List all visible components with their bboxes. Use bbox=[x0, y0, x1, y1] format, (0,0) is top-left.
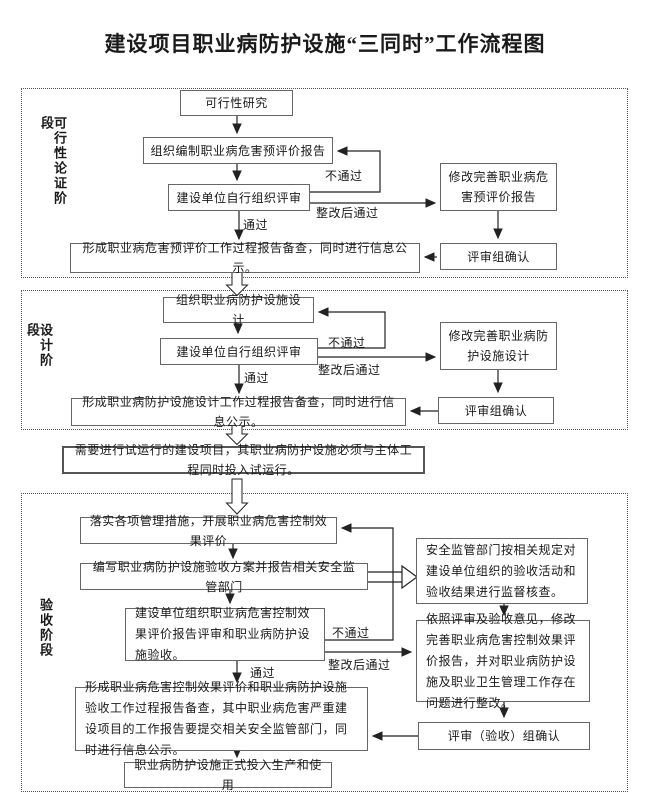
node-stage1-record-publicize: 形成职业病危害预评价工作过程报告备查，同时进行信息公示。 bbox=[70, 241, 420, 275]
node-organize-design: 组织职业病防护设施设计 bbox=[163, 293, 314, 327]
node-rectify-per-opinions: 依照评审及验收意见，修改完善职业病危害控制效果评价报告，并对职业病防护设施及职业… bbox=[416, 612, 590, 710]
stage1-frame bbox=[21, 88, 628, 278]
stage1-label: 可行性论证阶段 bbox=[39, 116, 67, 206]
node-stage2-self-review: 建设单位自行组织评审 bbox=[160, 338, 318, 365]
node-stage2-revise-design: 修改完善职业病防护设施设计 bbox=[440, 322, 557, 370]
stage2-rectified-label: 整改后通过 bbox=[318, 363, 381, 377]
hollow-down-arrows bbox=[225, 271, 249, 515]
node-write-acceptance-plan: 编写职业病防护设施验收方案并报告相关安全监管部门 bbox=[80, 560, 368, 594]
stage3-frame bbox=[21, 493, 628, 792]
double-line-arrow bbox=[368, 564, 419, 590]
stage1-rectified-label: 整改后通过 bbox=[316, 206, 379, 220]
stage2-frame bbox=[21, 290, 628, 430]
node-trial-run-note: 需要进行试运行的建设项目，其职业病防护设施必须与主体工程同时投入试运行。 bbox=[62, 443, 425, 477]
stage3-pass-label: 通过 bbox=[250, 666, 276, 680]
node-implement-measures: 落实各项管理措施，开展职业病危害控制效果评价 bbox=[80, 514, 337, 548]
node-stage1-self-review: 建设单位自行组织评审 bbox=[168, 184, 310, 211]
node-organize-acceptance: 建设单位组织职业病危害控制效果评价报告评审和职业病防护设施验收。 bbox=[125, 606, 325, 662]
stage3-label: 验收阶段 bbox=[38, 598, 53, 658]
node-prepare-preeval-report: 组织编制职业病危害预评价报告 bbox=[143, 137, 333, 164]
node-formal-operation: 职业病防护设施正式投入生产和使用 bbox=[124, 758, 332, 792]
node-stage3-record-publicize: 形成职业病危害控制效果评价和职业病防护设施验收工作过程报告备查，其中职业病危害严… bbox=[75, 680, 368, 757]
node-stage3-panel-confirm: 评审（验收）组确认 bbox=[418, 722, 590, 750]
stage3-rectified-label: 整改后通过 bbox=[328, 658, 391, 672]
stage2-pass-label: 通过 bbox=[244, 371, 270, 385]
stage1-pass-label: 通过 bbox=[243, 218, 269, 232]
stage2-fail-label: 不通过 bbox=[328, 336, 366, 350]
node-stage1-panel-confirm: 评审组确认 bbox=[440, 243, 557, 270]
stage1-fail-label: 不通过 bbox=[325, 169, 363, 183]
node-feasibility-study: 可行性研究 bbox=[180, 90, 293, 116]
stage3-fail-label: 不通过 bbox=[332, 626, 370, 640]
node-stage1-revise-report: 修改完善职业病危害预评价报告 bbox=[440, 163, 557, 211]
node-stage2-record-publicize: 形成职业病防护设施设计工作过程报告备查，同时进行信息公示。 bbox=[71, 395, 406, 429]
page-title: 建设项目职业病防护设施“三同时”工作流程图 bbox=[104, 32, 546, 56]
stage2-label: 设计阶段 bbox=[25, 323, 53, 368]
node-stage2-panel-confirm: 评审组确认 bbox=[438, 397, 554, 424]
node-supervision-check: 安全监管部门按相关规定对建设单位组织的验收活动和验收结果进行监督核查。 bbox=[416, 538, 588, 604]
